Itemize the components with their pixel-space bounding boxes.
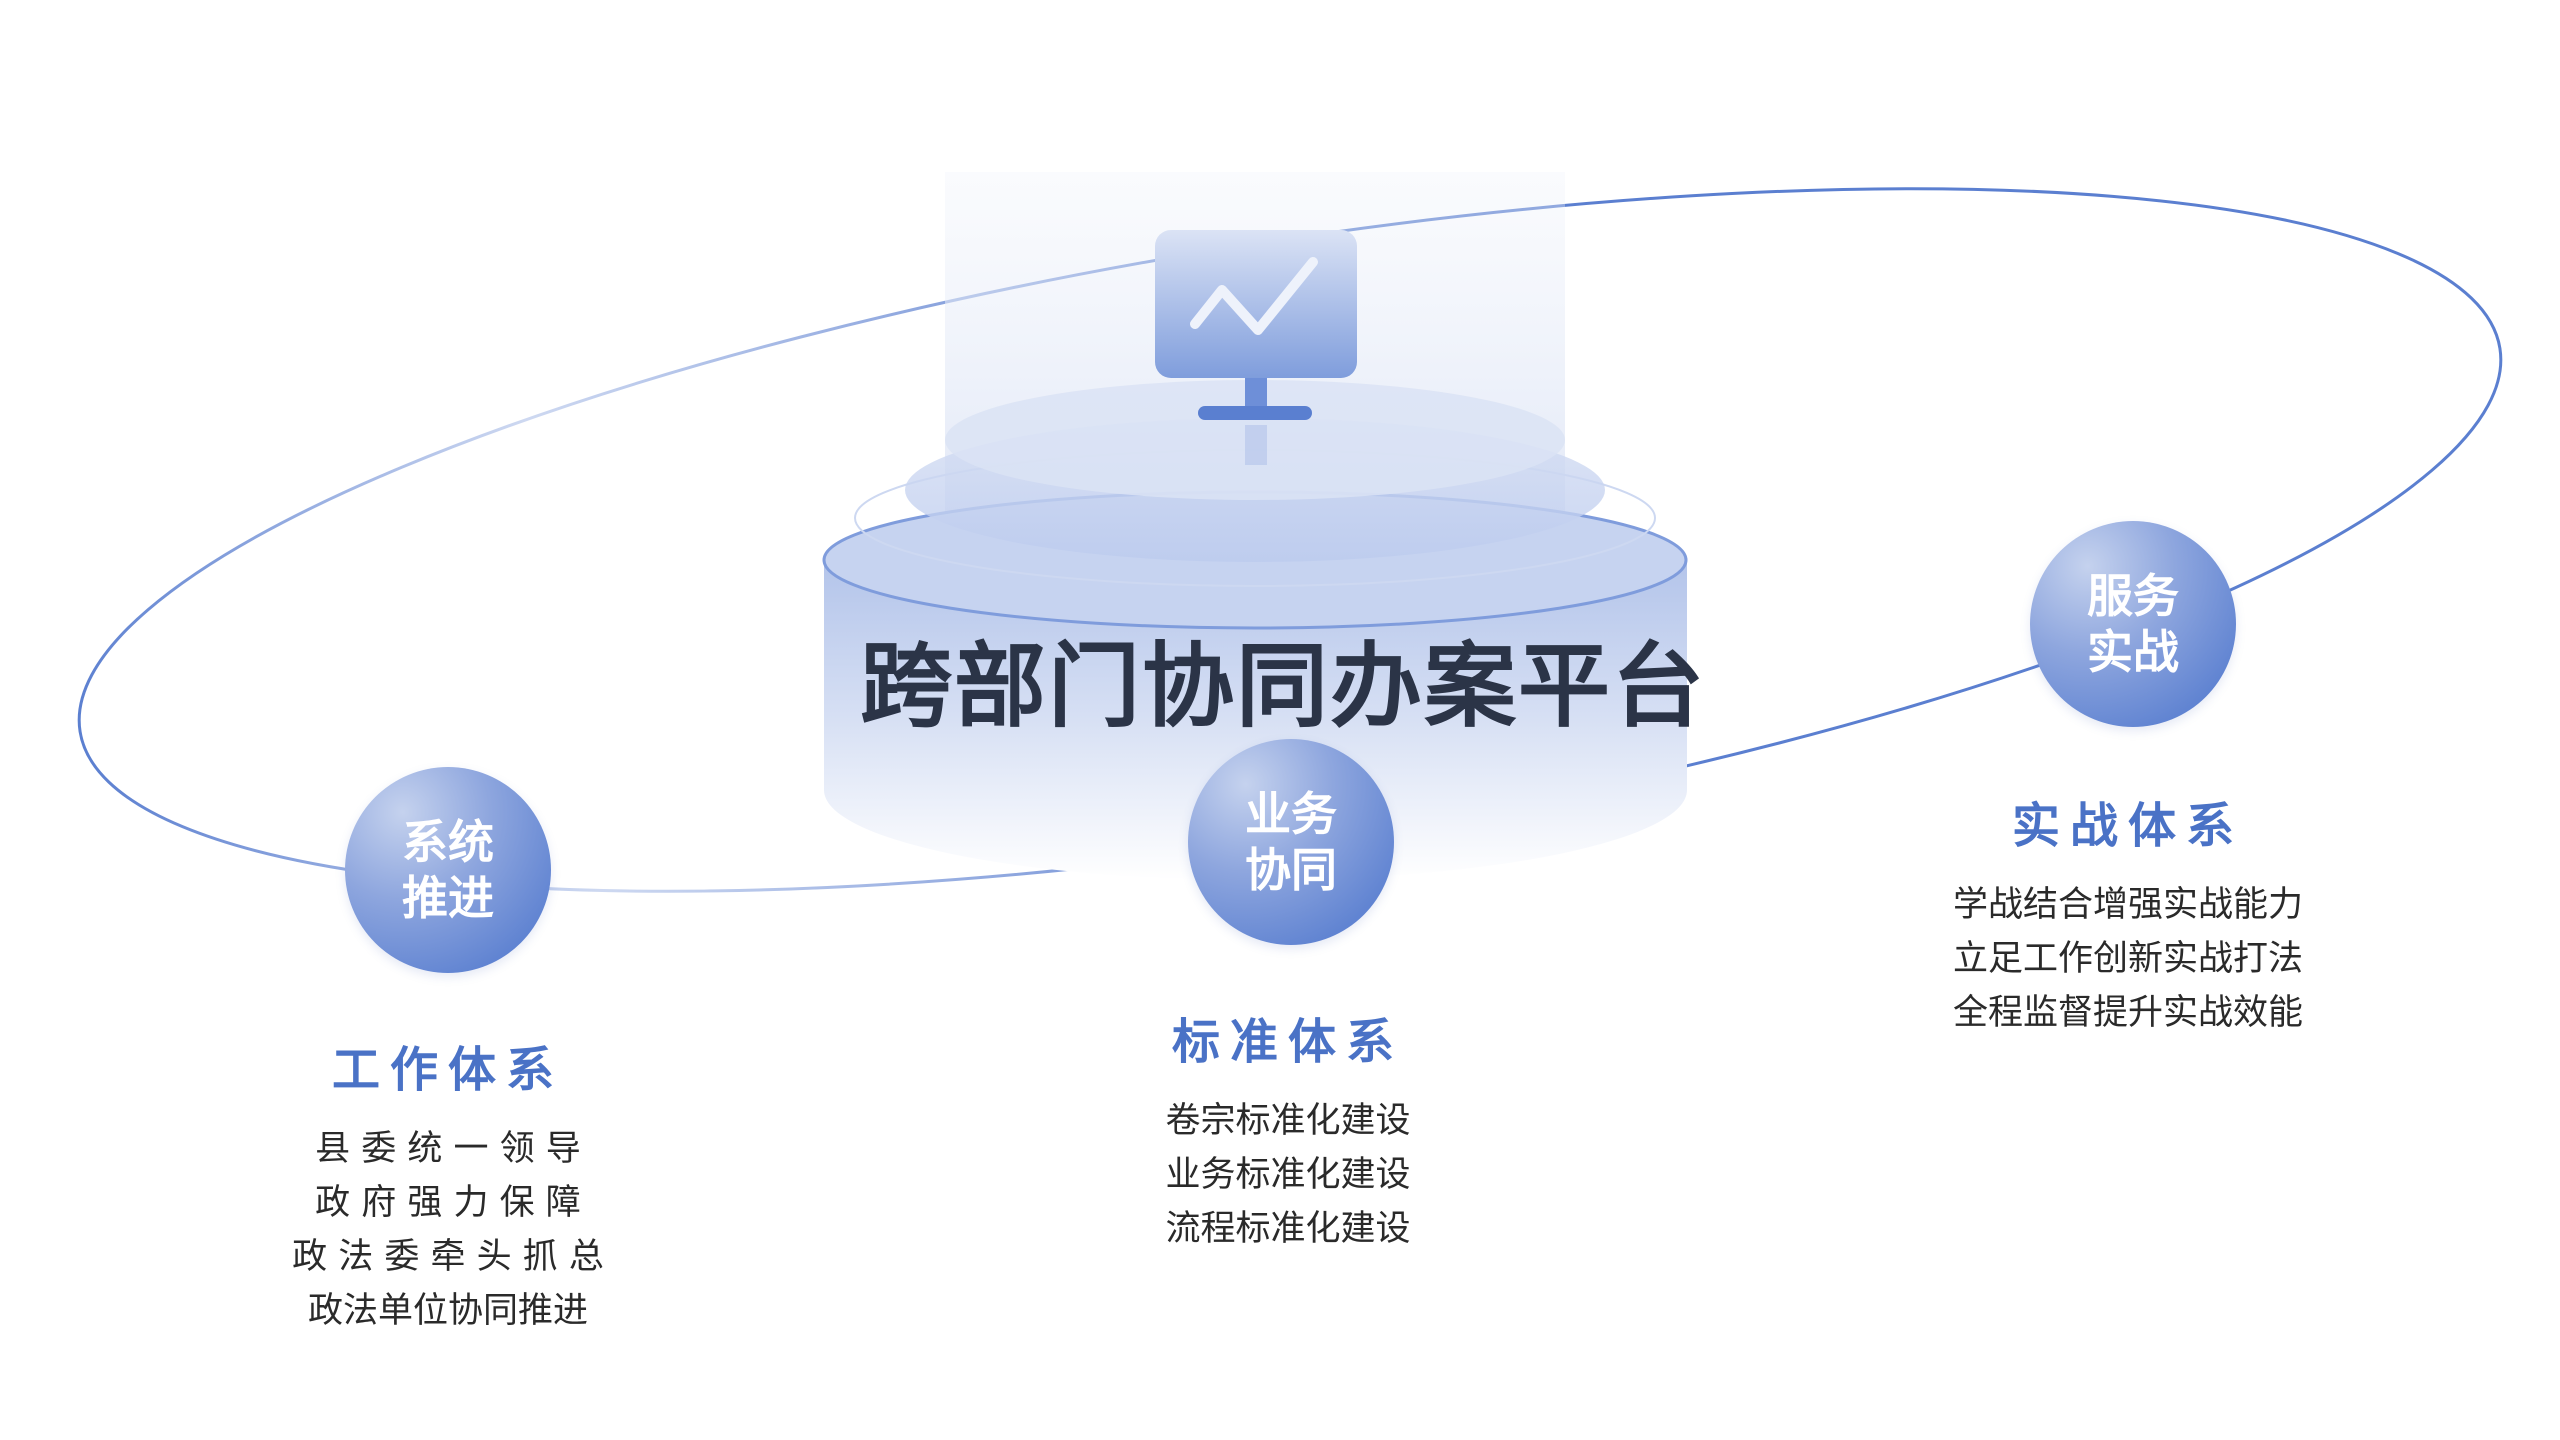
node-label: 业务 — [1245, 787, 1337, 841]
node-label: 协同 — [1245, 843, 1337, 897]
section-title: 工作体系 — [331, 1042, 564, 1098]
node-label: 服务 — [2087, 569, 2179, 623]
section-line: 全程监督提升实战效能 — [1952, 993, 2303, 1033]
section-line: 学战结合增强实战能力 — [1952, 885, 2303, 925]
node-label: 系统 — [402, 815, 494, 869]
section-work-system: 工作体系 县 委 统 一 领 导 政 府 强 力 保 障 政 法 委 牵 头 抓… — [198, 1030, 698, 1338]
monitor-chart-icon — [1155, 230, 1357, 465]
cylinder-base — [824, 560, 1687, 881]
node-service-practice: 服务 实战 — [2030, 521, 2236, 727]
section-line: 政 法 委 牵 头 抓 总 — [292, 1237, 604, 1277]
node-label: 推进 — [402, 871, 494, 925]
node-label: 实战 — [2087, 625, 2179, 679]
section-line: 立足工作创新实战打法 — [1952, 939, 2303, 979]
section-line: 业务标准化建设 — [1165, 1155, 1411, 1195]
section-line: 流程标准化建设 — [1165, 1209, 1411, 1249]
section-line: 县 委 统 一 领 导 — [315, 1129, 581, 1169]
page-title: 跨部门协同办案平台 — [859, 633, 1706, 740]
section-line: 政法单位协同推进 — [307, 1291, 588, 1331]
section-line: 政 府 强 力 保 障 — [315, 1183, 581, 1223]
node-system-promotion: 系统 推进 — [345, 767, 551, 973]
section-title: 实战体系 — [2011, 798, 2244, 854]
section-title: 标准体系 — [1171, 1014, 1404, 1070]
node-business-collaboration: 业务 协同 — [1188, 739, 1394, 945]
section-line: 卷宗标准化建设 — [1165, 1101, 1411, 1141]
section-practice-system: 实战体系 学战结合增强实战能力 立足工作创新实战打法 全程监督提升实战效能 — [1878, 786, 2378, 1040]
section-standard-system: 标准体系 卷宗标准化建设 业务标准化建设 流程标准化建设 — [1038, 1002, 1538, 1256]
